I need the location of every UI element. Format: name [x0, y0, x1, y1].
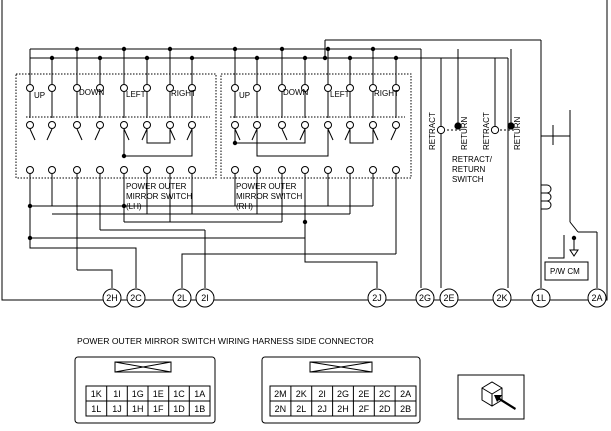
rh-right-label: RIGHT	[374, 89, 399, 98]
pin-2l: 2L	[296, 404, 306, 414]
retract-switch-label-3: SWITCH	[452, 175, 484, 184]
pin-1l: 1L	[91, 404, 101, 414]
terminal-2a: 2A	[591, 293, 602, 303]
retract-label-1: RETRACT	[428, 112, 437, 150]
lh-switch-label-1: POWER OUTER	[126, 182, 187, 191]
terminal-2k: 2K	[496, 293, 507, 303]
pin-1b: 1B	[194, 404, 205, 414]
lh-right-label: RIGHT	[171, 89, 196, 98]
pin-1f: 1F	[153, 404, 164, 414]
pin-2j: 2J	[317, 404, 327, 414]
pin-2n: 2N	[275, 404, 287, 414]
retract-switch-label-2: RETURN	[452, 165, 486, 174]
pin-1j: 1J	[112, 404, 122, 414]
terminal-2g: 2G	[419, 293, 431, 303]
insert-arrow-icon	[494, 395, 516, 410]
retract-label-2: RETRACT	[482, 112, 491, 150]
terminal-2j: 2J	[372, 293, 382, 303]
pin-1g: 1G	[132, 389, 144, 399]
pin-2g: 2G	[337, 389, 349, 399]
switch-lh-box	[15, 73, 217, 179]
junction-dots	[27, 46, 577, 241]
terminal-1l: 1L	[536, 293, 546, 303]
rh-switch-label-3: (RH)	[236, 202, 253, 211]
rh-down-label: DOWN	[283, 88, 309, 97]
terminal-2e: 2E	[443, 293, 454, 303]
rh-up-label: UP	[239, 91, 250, 100]
pin-1d: 1D	[173, 404, 185, 414]
connector-title: POWER OUTER MIRROR SWITCH WIRING HARNESS…	[77, 336, 374, 346]
switch-lh-contacts	[26, 49, 196, 174]
return-label-1: RETURN	[460, 116, 469, 150]
terminal-2i: 2I	[201, 293, 209, 303]
connector-right-outline	[261, 356, 421, 424]
rh-left-label: LEFT	[330, 90, 350, 99]
lh-switch-label-3: (LH)	[126, 202, 142, 211]
pin-2k: 2K	[296, 389, 307, 399]
return-label-2: RETURN	[513, 116, 522, 150]
pin-2a: 2A	[400, 389, 411, 399]
terminal-2l: 2L	[177, 293, 187, 303]
pin-2h: 2H	[337, 404, 349, 414]
pwcm-label: P/W CM	[550, 267, 580, 276]
rh-switch-label-2: MIRROR SWITCH	[236, 192, 302, 201]
lh-switch-label-2: MIRROR SWITCH	[126, 192, 192, 201]
pin-2i: 2I	[318, 389, 326, 399]
rh-switch-label-1: POWER OUTER	[236, 182, 297, 191]
ground-frame-wire	[1, 0, 608, 301]
connector-left-outline	[74, 356, 216, 424]
terminal-2c: 2C	[130, 293, 142, 303]
pin-2c: 2C	[379, 389, 391, 399]
connector-view-icon-frame	[457, 374, 525, 420]
pwcm-box	[544, 261, 589, 281]
pin-1e: 1E	[153, 389, 164, 399]
pin-2b: 2B	[400, 404, 411, 414]
retract-switch-label-1: RETRACT/	[452, 155, 493, 164]
switch-rh-contacts	[231, 49, 400, 174]
pin-2e: 2E	[358, 389, 369, 399]
pin-2d: 2D	[379, 404, 391, 414]
pin-1a: 1A	[194, 389, 205, 399]
pin-1i: 1I	[113, 389, 121, 399]
pin-1h: 1H	[132, 404, 144, 414]
pin-2m: 2M	[274, 389, 287, 399]
terminal-2h: 2H	[106, 293, 118, 303]
terminal-circles	[102, 288, 607, 308]
pin-1k: 1K	[91, 389, 102, 399]
lh-left-label: LEFT	[126, 90, 146, 99]
pin-1c: 1C	[173, 389, 185, 399]
lh-down-label: DOWN	[79, 88, 105, 97]
lh-up-label: UP	[34, 91, 45, 100]
pin-2f: 2F	[359, 404, 370, 414]
